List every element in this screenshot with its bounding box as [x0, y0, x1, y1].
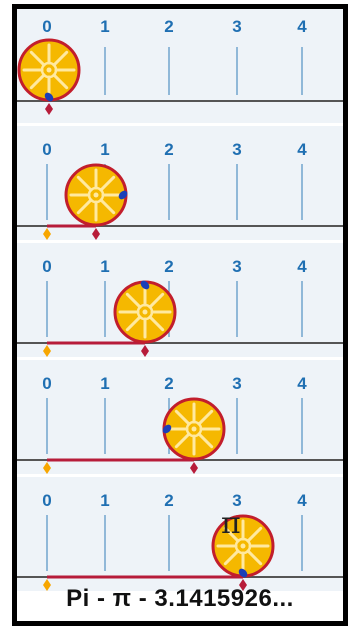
rolling-wheel-diagram: [17, 126, 343, 240]
tick-label-0: 0: [42, 491, 51, 511]
wheel: [161, 399, 224, 459]
wheel-axle: [192, 427, 197, 432]
panel-step-4: 0 1 2 3 4: [17, 360, 343, 477]
tick-label-3: 3: [232, 374, 241, 394]
start-marker: [43, 462, 51, 474]
tick-label-2: 2: [164, 491, 173, 511]
start-marker: [43, 345, 51, 357]
tick-label-2: 2: [164, 257, 173, 277]
tick-label-0: 0: [42, 17, 51, 37]
tick-label-2: 2: [164, 374, 173, 394]
panel-step-1: 0 1 2 3 4: [17, 9, 343, 126]
tick-label-0: 0: [42, 257, 51, 277]
wheel-axle: [241, 544, 246, 549]
wheel: [115, 279, 175, 342]
tick-label-4: 4: [297, 17, 306, 37]
tick-label-4: 4: [297, 374, 306, 394]
tick-label-1: 1: [100, 374, 109, 394]
wheel: [19, 40, 79, 103]
tick-label-2: 2: [164, 17, 173, 37]
tick-label-1: 1: [100, 17, 109, 37]
contact-marker: [45, 103, 53, 115]
tick-label-1: 1: [100, 491, 109, 511]
tick-label-4: 4: [297, 257, 306, 277]
rolling-wheel-diagram: [17, 243, 343, 357]
contact-marker: [141, 345, 149, 357]
wheel-axle: [94, 193, 99, 198]
tick-label-0: 0: [42, 374, 51, 394]
tick-label-3: 3: [232, 257, 241, 277]
tick-label-1: 1: [100, 257, 109, 277]
start-marker: [43, 228, 51, 240]
rolling-wheel-diagram: [17, 477, 343, 591]
wheel: [66, 165, 129, 225]
rolling-wheel-diagram: [17, 9, 343, 123]
contact-marker: [190, 462, 198, 474]
pi-symbol: π: [221, 506, 241, 541]
tick-label-4: 4: [297, 140, 306, 160]
caption: Pi - π - 3.1415926...: [17, 585, 343, 613]
tick-label-1: 1: [100, 140, 109, 160]
tick-label-3: 3: [232, 140, 241, 160]
panel-step-2: 0 1 2 3 4: [17, 126, 343, 243]
panel-step-3: 0 1 2 3 4: [17, 243, 343, 360]
wheel-axle: [143, 310, 148, 315]
tick-label-3: 3: [232, 17, 241, 37]
tick-label-4: 4: [297, 491, 306, 511]
tick-label-0: 0: [42, 140, 51, 160]
rolling-wheel-diagram: [17, 360, 343, 474]
wheel-axle: [47, 68, 52, 73]
contact-marker: [92, 228, 100, 240]
tick-label-2: 2: [164, 140, 173, 160]
